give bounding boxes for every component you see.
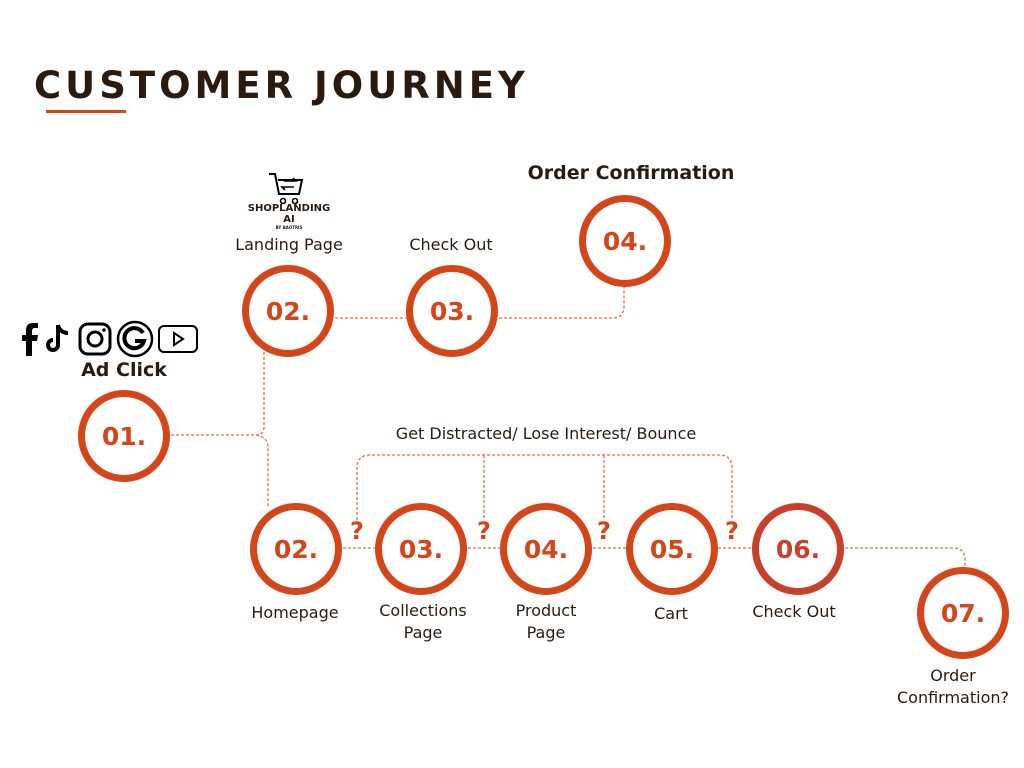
step-05-cart-circle: 05.: [626, 503, 718, 595]
step-02-landing-circle: 02.: [242, 265, 334, 357]
step-04-confirmation-circle: 04.: [579, 195, 671, 287]
step-03-checkout-circle: 03.: [406, 265, 498, 357]
step-03-collections-circle: 03.: [375, 503, 467, 595]
collections-label: Collections Page: [379, 601, 467, 642]
bounce-bracket: [356, 454, 733, 520]
connector-01-to-homepage: [255, 434, 269, 508]
logo-sub: AI: [283, 214, 295, 225]
step-07-confirmation-circle: 07.: [917, 567, 1009, 659]
shoplanding-logo: SHOPLANDING AI BY BAOTRIS: [248, 203, 330, 231]
logo-name: SHOPLANDING: [247, 203, 331, 214]
question-mark: ?: [597, 517, 611, 545]
cart-label: Cart: [654, 604, 688, 623]
checkout-bottom-label: Check Out: [752, 602, 836, 621]
bounce-label: Get Distracted/ Lose Interest/ Bounce: [395, 424, 697, 443]
tiktok-icon: [46, 324, 69, 352]
title-underline: [46, 110, 126, 113]
order-confirmation-label: Order Confirmation: [527, 162, 735, 184]
logo-by: BY BAOTRIS: [275, 225, 303, 230]
question-mark: ?: [477, 517, 491, 545]
ad-platform-icons: [20, 320, 198, 358]
youtube-icon: [158, 325, 198, 353]
page-title: CUSTOMER JOURNEY: [34, 64, 529, 107]
facebook-icon: [22, 323, 38, 356]
landing-page-label: Landing Page: [235, 235, 343, 254]
connector-06-to-07: [840, 547, 966, 570]
connector-checkout-to-confirmation: [494, 283, 625, 319]
step-02-homepage-circle: 02.: [250, 503, 342, 595]
question-mark: ?: [350, 517, 364, 545]
connector-01-to-landing: [166, 352, 265, 436]
homepage-label: Homepage: [251, 603, 339, 622]
google-icon: [116, 320, 154, 358]
question-mark: ?: [725, 517, 739, 545]
shopping-cart-icon: [269, 173, 304, 205]
product-page-label: Product Page: [515, 601, 577, 642]
instagram-icon: [78, 322, 112, 356]
step-01-circle: 01.: [78, 390, 170, 482]
step-04-product-circle: 04.: [500, 503, 592, 595]
ad-click-label: Ad Click: [81, 359, 167, 381]
checkout-top-label: Check Out: [409, 235, 493, 254]
order-confirmation-question-label: Order Confirmation?: [896, 666, 1010, 707]
step-06-checkout-circle: 06.: [752, 503, 844, 595]
